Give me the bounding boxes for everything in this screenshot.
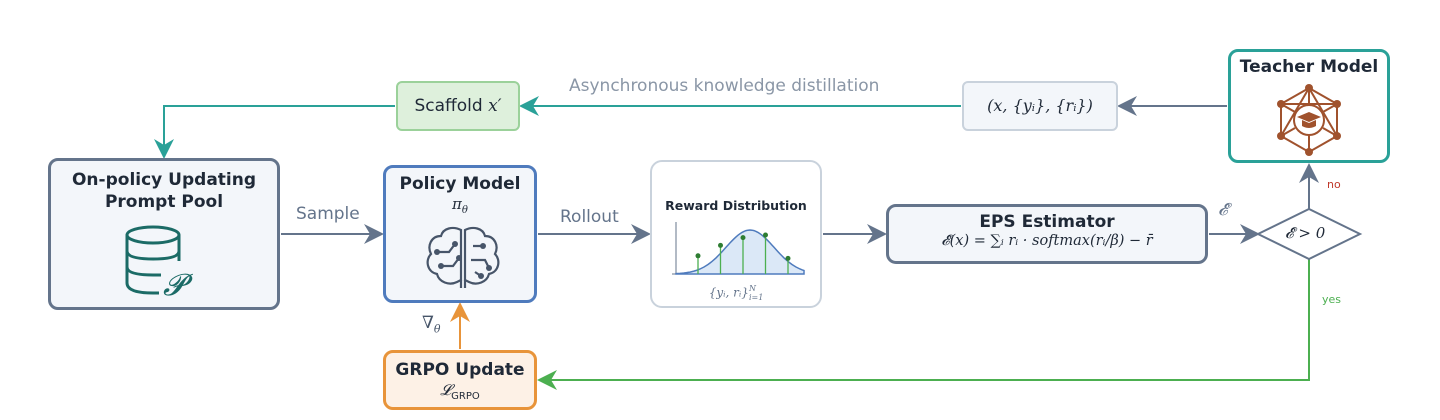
prompt-pool-node: On-policy Updating Prompt Pool 𝓟 bbox=[48, 158, 280, 310]
brain-icon bbox=[426, 226, 500, 288]
distillation-label: Asynchronous knowledge distillation bbox=[569, 76, 880, 96]
reward-point bbox=[785, 255, 791, 261]
scaffold-symbol: x′ bbox=[488, 96, 502, 116]
triple-label: (x, {yᵢ}, {rᵢ}) bbox=[987, 96, 1093, 115]
gradient-symbol: ∇ bbox=[422, 313, 434, 333]
grpo-update-title: GRPO Update bbox=[395, 360, 525, 380]
eps-estimator-title: EPS Estimator bbox=[979, 212, 1115, 232]
policy-model-node: Policy Model πθ bbox=[383, 165, 537, 303]
reward-point bbox=[740, 235, 746, 241]
reward-caption-set: {yᵢ, rᵢ} bbox=[708, 285, 749, 300]
teacher-model-title: Teacher Model bbox=[1239, 57, 1379, 77]
estimate-label: 𝓔̂ bbox=[1218, 200, 1228, 220]
scaffold-to-pool-arrow bbox=[154, 105, 395, 159]
yes-label: yes bbox=[1322, 293, 1342, 306]
sample-label: Sample bbox=[296, 204, 360, 224]
reward-caption-sup: N bbox=[748, 284, 756, 293]
policy-symbol-sub: θ bbox=[461, 205, 468, 216]
database-icon: 𝓟 bbox=[125, 225, 193, 303]
triple-node: (x, {yᵢ}, {rᵢ}) bbox=[962, 81, 1118, 131]
decision-label: 𝓔̂ > 0 bbox=[1285, 224, 1326, 242]
teacher-model-node: Teacher Model bbox=[1228, 49, 1390, 163]
decision-diamond bbox=[1255, 207, 1363, 261]
reward-caption-sub: i=1 bbox=[748, 293, 764, 302]
grpo-loss: 𝓛GRPO bbox=[386, 381, 534, 402]
reward-distribution-title: Reward Distribution bbox=[665, 198, 807, 213]
gradient-subscript: θ bbox=[433, 322, 441, 336]
prompt-pool-title-line2: Prompt Pool bbox=[104, 192, 224, 212]
gradient-label: ∇θ bbox=[422, 313, 441, 335]
reward-point bbox=[718, 242, 723, 248]
reward-point bbox=[763, 232, 768, 238]
eps-formula: 𝓔̂(x) = ∑ᵢ rᵢ · softmax(rᵢ/β) − r̄ bbox=[941, 233, 1153, 249]
prompt-pool-title-line1: On-policy Updating bbox=[71, 170, 257, 190]
reward-chart bbox=[672, 222, 805, 275]
reward-point bbox=[695, 253, 701, 259]
policy-symbol-pi: π bbox=[452, 195, 462, 213]
policy-model-title: Policy Model bbox=[399, 174, 521, 194]
teacher-network-icon bbox=[1277, 84, 1341, 156]
no-label: no bbox=[1327, 178, 1341, 191]
scaffold-node: Scaffold x′ bbox=[396, 81, 520, 131]
prompt-pool-symbol: 𝓟 bbox=[163, 268, 193, 303]
eps-estimator-node: EPS Estimator 𝓔̂(x) = ∑ᵢ rᵢ · softmax(rᵢ… bbox=[886, 204, 1208, 264]
grpo-loss-symbol: 𝓛 bbox=[440, 381, 452, 399]
grpo-loss-subscript: GRPO bbox=[451, 391, 480, 402]
scaffold-label: Scaffold bbox=[414, 96, 483, 116]
reward-curve bbox=[675, 229, 805, 275]
policy-model-symbol: πθ bbox=[386, 195, 534, 216]
grpo-update-node: GRPO Update 𝓛GRPO bbox=[383, 350, 537, 410]
yes-arrow bbox=[537, 259, 1310, 390]
rollout-label: Rollout bbox=[560, 207, 619, 227]
